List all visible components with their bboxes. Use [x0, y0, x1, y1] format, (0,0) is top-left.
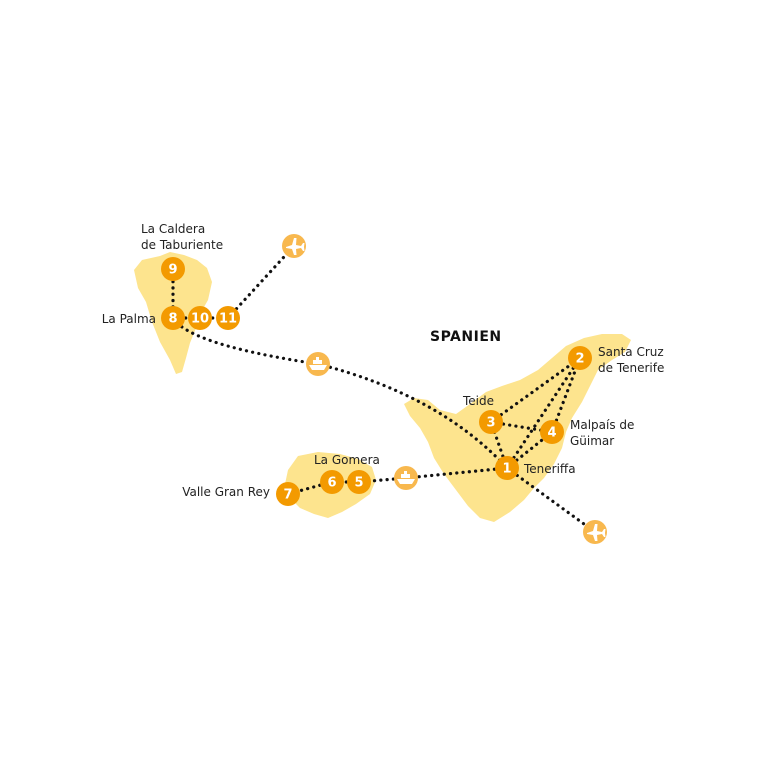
stop-markers: 1 2 3 4 5 6 7 8 9 10 11: [161, 257, 592, 506]
stop-marker-8: 8: [161, 306, 185, 330]
stop-marker-3: 3: [479, 410, 503, 434]
label-stop-2-line-2: de Tenerife: [598, 361, 664, 375]
airplane-icon-airport-la-palma: [282, 234, 306, 258]
stop-number: 10: [191, 312, 209, 327]
label-stop-7: Valle Gran Rey: [182, 485, 270, 499]
stop-marker-6: 6: [320, 470, 344, 494]
route-3-2: [489, 356, 582, 424]
label-stop-8: La Palma: [102, 312, 156, 326]
stop-number: 8: [168, 312, 177, 327]
label-stop-6: La Gomera: [314, 453, 380, 467]
route-1-ferry: [404, 466, 509, 480]
stop-number: 5: [354, 476, 363, 491]
label-stop-9-line-1: La Caldera: [141, 222, 205, 236]
label-stop-4-line-2: Güimar: [570, 434, 614, 448]
route-1-airport: [505, 466, 597, 534]
stop-number: 3: [486, 416, 495, 431]
ferry-icon-ferry-la-palma-tenerife: [306, 352, 330, 376]
route-4-2: [550, 356, 582, 434]
transport-icons: [282, 234, 607, 544]
island-tenerife: [404, 334, 631, 522]
stop-marker-11: 11: [216, 306, 240, 330]
label-stop-2-line-1: Santa Cruz: [598, 345, 664, 359]
stop-number: 6: [327, 476, 336, 491]
route-1-3: [489, 420, 509, 470]
stop-marker-9: 9: [161, 257, 185, 281]
label-stop-3: Teide: [462, 394, 494, 408]
stop-marker-7: 7: [276, 482, 300, 506]
labels: SPANIEN Teneriffa Santa Cruz de Tenerife…: [102, 222, 665, 499]
ferry-icon-ferry-la-gomera-tenerife: [394, 466, 418, 490]
route-8-ferry: [171, 316, 320, 366]
label-stop-1: Teneriffa: [523, 462, 576, 476]
route-ferry-1: [316, 362, 509, 470]
country-label: SPANIEN: [430, 329, 502, 345]
stop-marker-5: 5: [347, 470, 371, 494]
stop-number: 11: [219, 312, 237, 327]
label-stop-9-line-2: de Taburiente: [141, 238, 223, 252]
stop-marker-2: 2: [568, 346, 592, 370]
stop-marker-10: 10: [188, 306, 212, 330]
islands: [134, 252, 631, 522]
stop-number: 2: [575, 352, 584, 367]
route-11-airport: [226, 244, 296, 320]
stop-number: 1: [502, 462, 511, 477]
airplane-icon-airport-tenerife-south: [583, 520, 607, 544]
label-stop-4-line-1: Malpaís de: [570, 418, 634, 432]
stop-marker-4: 4: [540, 420, 564, 444]
stop-number: 4: [547, 426, 556, 441]
stop-number: 7: [283, 488, 292, 503]
stop-marker-1: 1: [495, 456, 519, 480]
stop-number: 9: [168, 263, 177, 278]
